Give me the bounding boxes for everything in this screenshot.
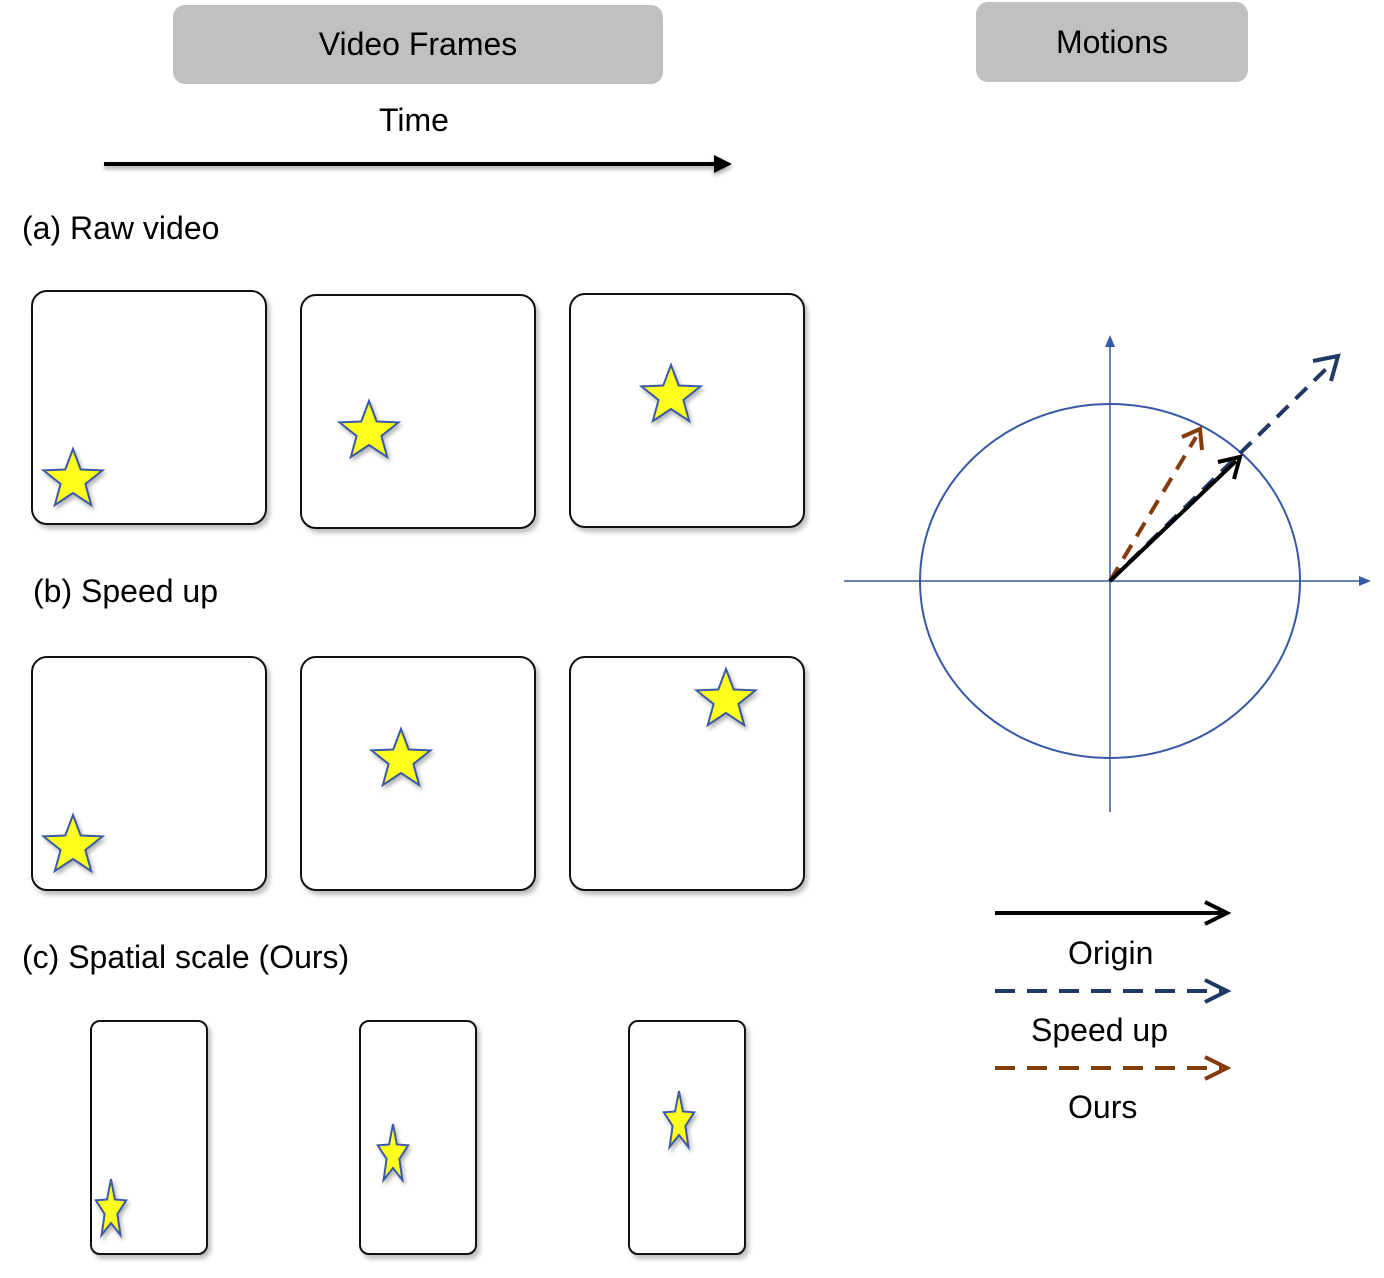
row-label-spatial-scale: (c) Spatial scale (Ours): [22, 939, 350, 975]
frame-speed-2: [300, 656, 536, 891]
row-label-speed-up: (b) Speed up: [33, 573, 219, 609]
legend-speed-up-label: Speed up: [1031, 1012, 1169, 1048]
star-spatial-1-icon: [94, 1178, 128, 1239]
time-label: Time: [379, 102, 449, 138]
frame-spatial-2: [359, 1020, 477, 1255]
stars-group: [40, 362, 759, 1239]
speed-up-vector: [1108, 353, 1341, 583]
frame-raw-2: [300, 294, 536, 529]
star-speed-1-icon: [40, 812, 106, 874]
star-speed-2-icon: [368, 726, 434, 788]
frame-speed-3: [569, 656, 805, 891]
video-frames-header-label: Video Frames: [318, 26, 518, 62]
video-frames-header: Video Frames: [173, 5, 663, 84]
star-raw-3-icon: [638, 362, 704, 424]
motions-header-label: Motions: [1055, 23, 1169, 60]
legend-origin-label: Origin: [1068, 935, 1154, 971]
legend-origin-line: [995, 900, 1232, 926]
star-spatial-2-icon: [376, 1123, 410, 1184]
legend-ours-label: Ours: [1068, 1089, 1138, 1125]
x-axis: [844, 576, 1371, 586]
ours-vector: [1108, 426, 1204, 583]
legend-speed-up-line: [995, 978, 1232, 1004]
origin-vector: [1108, 454, 1243, 583]
legend-ours-line: [995, 1055, 1232, 1081]
star-speed-3-icon: [693, 666, 759, 728]
motions-header: Motions: [976, 2, 1248, 82]
frame-raw-3: [569, 293, 805, 528]
star-spatial-3-icon: [662, 1090, 696, 1151]
star-raw-2-icon: [336, 398, 402, 460]
motion-plot: [844, 335, 1371, 812]
star-raw-1-icon: [40, 446, 106, 508]
row-label-raw-video: (a) Raw video: [22, 210, 220, 246]
time-arrow: [104, 155, 732, 173]
